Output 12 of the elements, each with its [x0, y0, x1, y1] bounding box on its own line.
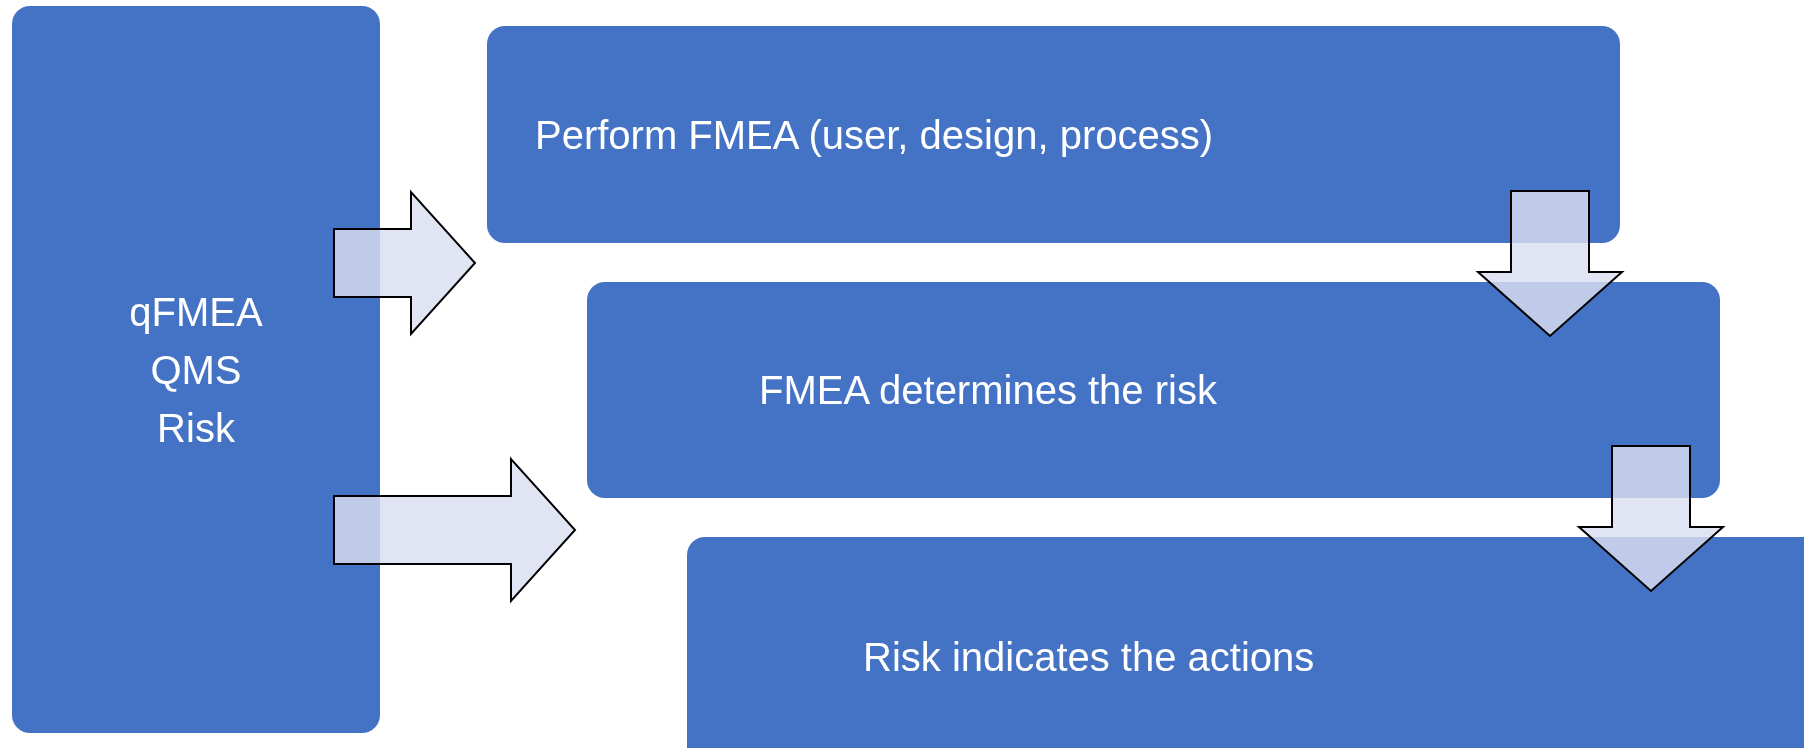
process-box: [12, 6, 380, 733]
box-label: Perform FMEA (user, design, process): [535, 111, 1213, 159]
box-label: Risk indicates the actions: [863, 634, 1315, 681]
process-box: [487, 26, 1620, 243]
block-arrow: [333, 189, 477, 337]
block-arrow: [1475, 190, 1625, 338]
process-box: [687, 537, 1804, 748]
block-arrow: [333, 456, 577, 604]
box-label: qFMEA QMS Risk: [128, 288, 264, 452]
box-label: FMEA determines the risk: [759, 367, 1217, 414]
process-box: [587, 282, 1720, 498]
block-arrow: [1576, 445, 1726, 593]
